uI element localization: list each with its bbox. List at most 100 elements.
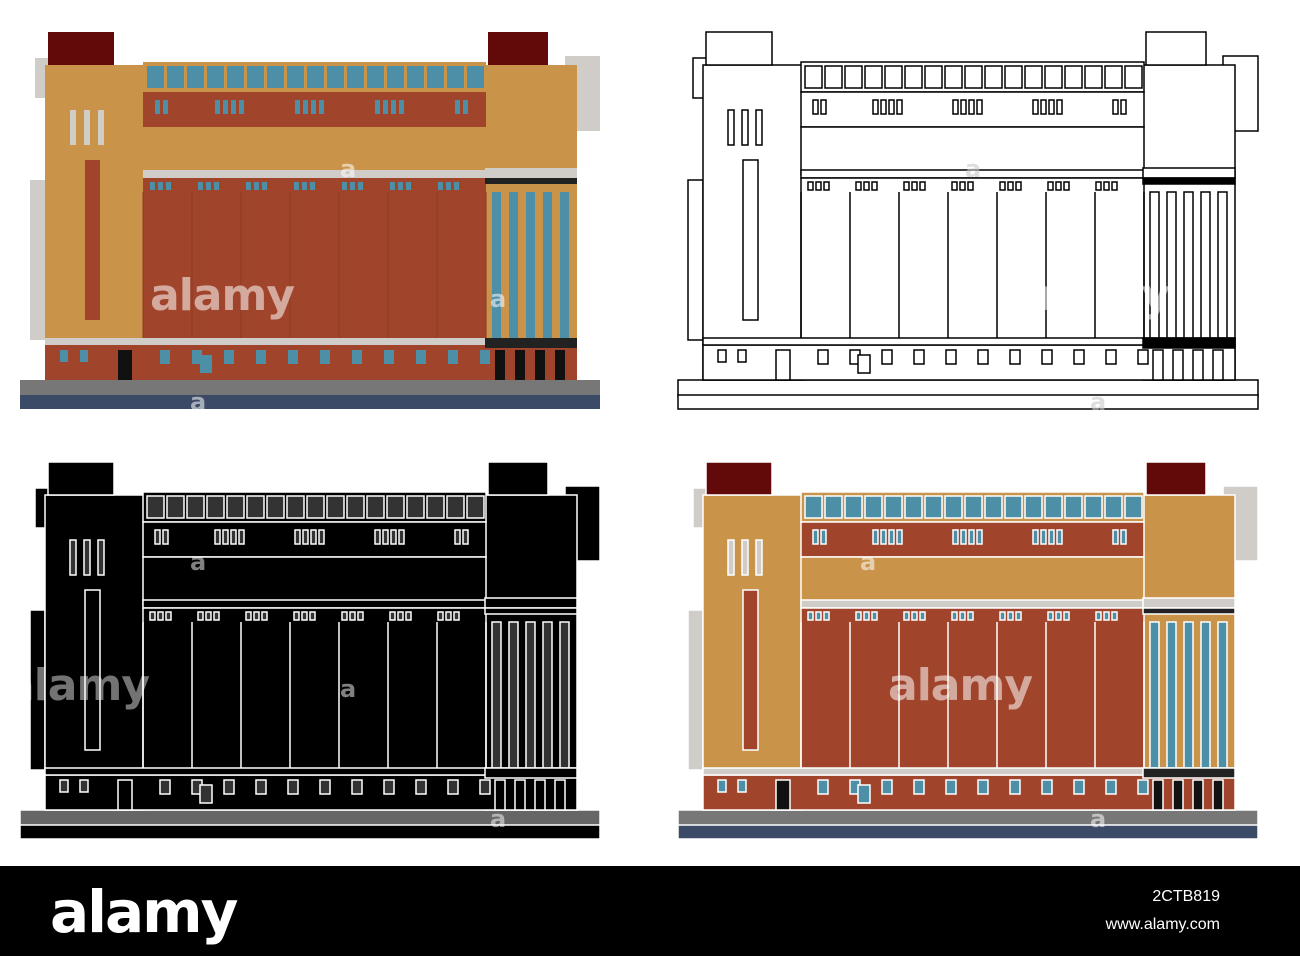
glazing-window — [427, 66, 444, 88]
ground-window — [288, 350, 298, 364]
left-roof — [705, 461, 773, 496]
tower-slot-window — [727, 109, 735, 146]
small-window — [310, 529, 317, 545]
tower-door — [514, 779, 526, 811]
tower-slot-window — [70, 110, 76, 145]
tower-door — [515, 350, 525, 380]
tower-door — [1152, 349, 1164, 381]
glazing-window — [884, 65, 903, 89]
small-window — [374, 529, 381, 545]
right-roof — [487, 461, 549, 496]
ground-window — [224, 350, 234, 364]
tower-column-window — [1166, 621, 1177, 773]
alamy-logo[interactable]: alamy — [50, 878, 238, 946]
main-facade — [800, 177, 1145, 349]
small-window — [399, 100, 404, 114]
glazing-window — [346, 495, 365, 519]
frieze-window — [350, 182, 355, 190]
ground-window — [737, 349, 747, 363]
glazing-window — [984, 65, 1003, 89]
left-roof — [48, 32, 114, 65]
frieze-window — [206, 182, 211, 190]
shadow-block — [687, 609, 704, 771]
small-window — [1112, 99, 1119, 115]
frieze-window — [301, 611, 308, 621]
small-window — [968, 529, 975, 545]
frieze-window — [999, 181, 1006, 191]
glazing-window — [824, 495, 843, 519]
footer-url[interactable]: www.alamy.com — [1105, 916, 1220, 933]
frieze-window — [165, 611, 172, 621]
frieze-window — [149, 611, 156, 621]
small-window — [880, 529, 887, 545]
glazing-window — [366, 495, 385, 519]
building-svg — [677, 31, 1259, 410]
small-window — [1056, 529, 1063, 545]
frieze-window — [951, 181, 958, 191]
right-base-beam — [1142, 767, 1236, 779]
small-window — [872, 99, 879, 115]
glazing-window — [467, 66, 484, 88]
building-illustration-silhouette — [10, 450, 610, 850]
small-window — [398, 529, 405, 545]
entrance-door — [118, 350, 132, 380]
small-window — [952, 529, 959, 545]
frieze-window — [397, 611, 404, 621]
tower-door — [1212, 349, 1224, 381]
glazing-window — [1064, 65, 1083, 89]
ground-strip — [20, 380, 600, 396]
main-facade — [142, 607, 487, 779]
small-window — [303, 100, 308, 114]
glazing-window — [407, 66, 424, 88]
glazing-window — [1024, 495, 1043, 519]
frieze-window — [214, 182, 219, 190]
frieze-window — [254, 182, 259, 190]
building-svg — [19, 461, 601, 840]
small-window — [976, 99, 983, 115]
glazing-window — [367, 66, 384, 88]
small-window — [162, 529, 169, 545]
glazing-window — [306, 495, 325, 519]
frieze-window — [1015, 611, 1022, 621]
ground-strip — [677, 809, 1259, 827]
right-roof — [1145, 31, 1207, 66]
tower-column-window — [1200, 621, 1211, 773]
small-window — [1040, 99, 1047, 115]
ground-window — [1041, 779, 1053, 795]
frieze-window — [1055, 611, 1062, 621]
frieze-window — [951, 611, 958, 621]
water-strip — [677, 824, 1259, 840]
ground-window — [1105, 349, 1117, 365]
right-base-beam — [484, 767, 578, 779]
small-window — [1040, 529, 1047, 545]
tower-door — [1192, 349, 1204, 381]
glazing-window — [207, 66, 224, 88]
ground-window — [1073, 779, 1085, 795]
small-window — [390, 529, 397, 545]
small-window — [1032, 529, 1039, 545]
frieze-window — [903, 611, 910, 621]
tower-column-window — [1200, 191, 1211, 343]
glazing-window — [186, 495, 205, 519]
tower-column-window — [559, 621, 570, 773]
frieze-window — [1103, 181, 1110, 191]
small-window — [311, 100, 316, 114]
frieze-window — [198, 182, 203, 190]
base-line — [45, 338, 577, 345]
glazing-window — [944, 65, 963, 89]
tower-door — [1172, 779, 1184, 811]
frieze-window — [863, 611, 870, 621]
glazing-window — [446, 495, 465, 519]
entrance-door — [775, 779, 791, 811]
small-window — [302, 529, 309, 545]
tower-column-window — [526, 192, 535, 342]
ground-window — [945, 349, 957, 365]
glazing-window — [984, 495, 1003, 519]
ground-window — [977, 349, 989, 365]
glazing-window — [227, 66, 244, 88]
shadow-block — [687, 179, 704, 341]
frieze-window — [253, 611, 260, 621]
tower-slot-window — [97, 539, 105, 576]
ground-window — [255, 779, 267, 795]
cornice-line — [800, 169, 1145, 179]
